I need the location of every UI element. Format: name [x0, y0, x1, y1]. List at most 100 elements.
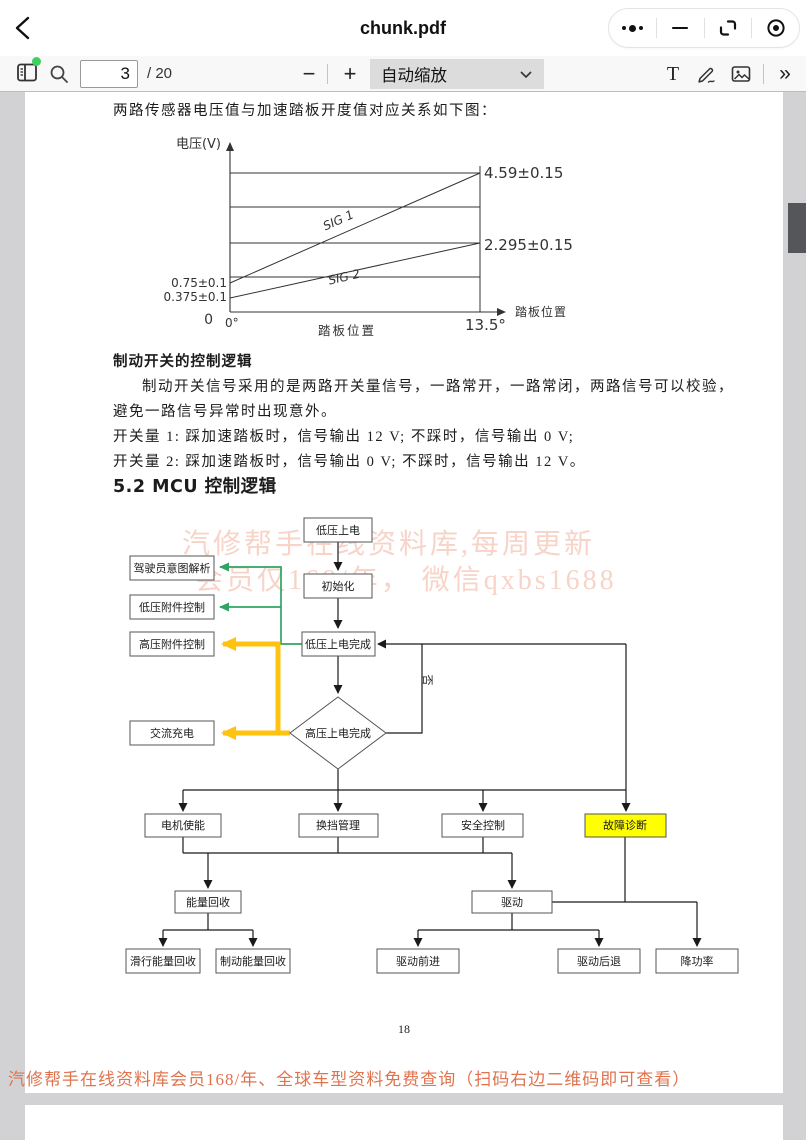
toolbar-divider: [763, 64, 764, 84]
toolbar-divider: [327, 64, 328, 84]
svg-text:交流充电: 交流充电: [150, 726, 194, 740]
svg-text:驾驶员意图解析: 驾驶员意图解析: [134, 561, 211, 575]
switch2-line: 开关量 2: 踩加速踏板时，信号输出 0 V; 不踩时，信号输出 12 V。: [113, 454, 586, 470]
capsule-divider: [703, 18, 705, 38]
watermark-line2: 会员仅168/年， 微信qxbs1688: [195, 565, 617, 596]
svg-text:安全控制: 安全控制: [461, 818, 505, 832]
x-axis-label-right: 踏板位置: [515, 304, 567, 319]
watermark-line1: 汽修帮手在线资料库,每周更新: [182, 529, 596, 560]
flow-node-low-power-on: 低压上电: [303, 517, 373, 543]
flow-node-lv-accessory: 低压附件控制: [129, 594, 215, 620]
search-button[interactable]: [46, 61, 72, 87]
svg-text:低压上电完成: 低压上电完成: [305, 637, 371, 651]
svg-text:能量回收: 能量回收: [186, 895, 230, 909]
x-tick-max: 13.5°: [465, 316, 506, 334]
flow-node-drive-backward: 驱动后退: [557, 948, 641, 974]
origin-y-label: 0: [204, 312, 213, 328]
x-axis-label-bottom: 踏板位置: [318, 323, 376, 338]
flow-node-hv-accessory: 高压附件控制: [129, 631, 215, 657]
sig2-series-label: SIG 2: [327, 267, 361, 288]
minimize-button[interactable]: [657, 9, 704, 47]
minimize-icon: [672, 26, 689, 30]
more-dots-icon: [621, 24, 643, 32]
brake-paragraph-line1: 制动开关信号采用的是两路开关量信号，一路常开，一路常闭，两路信号可以校验，: [142, 379, 734, 395]
zoom-in-button[interactable]: +: [337, 61, 363, 87]
draw-annotation-button[interactable]: [694, 61, 720, 87]
sig2-end-value: 2.295±0.15: [484, 236, 573, 254]
switch1-line: 开关量 1: 踩加速踏板时，信号输出 12 V; 不踩时，信号输出 0 V;: [113, 429, 575, 445]
flow-node-brake-recovery: 制动能量回收: [215, 948, 291, 974]
sidebar-icon: [17, 63, 37, 81]
green-link-driver-intent: [219, 562, 302, 645]
intro-line: 两路传感器电压值与加速踏板开度值对应关系如下图：: [113, 103, 497, 119]
svg-text:故障诊断: 故障诊断: [603, 818, 647, 832]
zoom-mode-select[interactable]: 自动缩放: [370, 59, 544, 89]
svg-text:电机使能: 电机使能: [161, 818, 205, 832]
zoom-out-button[interactable]: −: [296, 61, 322, 87]
svg-text:低压附件控制: 低压附件控制: [139, 600, 205, 614]
flow-node-driver-intent: 驾驶员意图解析: [129, 555, 215, 581]
brake-paragraph-line2: 避免一路信号异常时出现意外。: [113, 404, 337, 420]
document-title: chunk.pdf: [360, 18, 446, 38]
sig1-end-value: 4.59±0.15: [484, 164, 563, 182]
sig1-series-label: SIG 1: [321, 207, 356, 233]
svg-text:低压上电: 低压上电: [316, 524, 360, 537]
sig2-line: [229, 242, 481, 299]
sig1-start-value: 0.75±0.1: [171, 276, 227, 290]
zoom-out-icon: −: [302, 61, 316, 86]
flow-node-shift-mgmt: 换挡管理: [298, 813, 379, 838]
pdf-page-current: 两路传感器电压值与加速踏板开度值对应关系如下图： 电压(V) 4.5: [25, 92, 783, 1093]
double-chevron-icon: »: [779, 61, 791, 85]
svg-text:驱动前进: 驱动前进: [396, 954, 440, 968]
y-axis-label: 电压(V): [176, 137, 221, 152]
sig1-line: [229, 172, 481, 284]
svg-text:驱动: 驱动: [501, 896, 523, 909]
x-tick-zero: 0°: [225, 316, 239, 330]
page-number-input[interactable]: [80, 60, 138, 88]
capsule-divider: [655, 18, 657, 38]
capsule-divider: [751, 18, 753, 38]
flow-node-safety-ctrl: 安全控制: [441, 813, 524, 838]
svg-text:初始化: 初始化: [322, 579, 355, 593]
pdf-toolbar: / 20 − + 自动缩放 T: [0, 56, 806, 92]
flow-no-label: 否: [421, 675, 434, 686]
app-header: chunk.pdf: [0, 0, 806, 56]
pdf-page-next-top: [25, 1105, 783, 1140]
text-tool-icon: T: [666, 62, 680, 85]
svg-text:降功率: 降功率: [681, 954, 714, 968]
pen-icon: [698, 67, 715, 83]
float-window-button[interactable]: [705, 9, 752, 47]
brake-logic-heading: 制动开关的控制逻辑: [113, 354, 253, 370]
sidebar-notification-dot: [32, 56, 41, 66]
exit-button[interactable]: [752, 9, 799, 47]
flow-node-fault-diag: 故障诊断: [584, 813, 667, 838]
sidebar-toggle-button[interactable]: [14, 56, 41, 87]
sig2-start-value: 0.375±0.1: [164, 290, 228, 304]
yellow-link-hv-accessory: [221, 637, 281, 733]
app-capsule: [608, 8, 800, 48]
page-total-label: / 20: [147, 65, 173, 82]
svg-text:换挡管理: 换挡管理: [316, 818, 360, 832]
text-annotation-button[interactable]: T: [660, 61, 686, 87]
flow-node-drive-forward: 驱动前进: [376, 948, 460, 974]
pdf-page-number: 18: [398, 1022, 410, 1036]
svg-text:滑行能量回收: 滑行能量回收: [130, 954, 196, 968]
scrollbar-thumb[interactable]: [788, 203, 806, 253]
flow-node-motor-enable: 电机使能: [144, 813, 222, 838]
flow-node-derate: 降功率: [655, 948, 739, 974]
pedal-voltage-chart: 电压(V) 4.59±0.15 2.295±0.15 0.75±0.1 0.37…: [164, 137, 573, 338]
more-tools-button[interactable]: »: [772, 60, 798, 86]
back-button[interactable]: [10, 14, 40, 44]
more-menu-button[interactable]: [609, 9, 656, 47]
svg-text:高压附件控制: 高压附件控制: [139, 637, 205, 651]
image-annotation-button[interactable]: [728, 61, 754, 87]
search-icon: [50, 65, 68, 83]
flow-node-energy-recovery: 能量回收: [174, 890, 242, 914]
circle-dot-icon: [767, 19, 785, 37]
float-window-icon: [719, 20, 736, 36]
svg-text:高压上电完成: 高压上电完成: [305, 726, 371, 740]
svg-text:制动能量回收: 制动能量回收: [220, 954, 286, 968]
chevron-down-icon: [520, 71, 532, 79]
flow-decision-hv-power-done: 高压上电完成: [289, 696, 387, 770]
